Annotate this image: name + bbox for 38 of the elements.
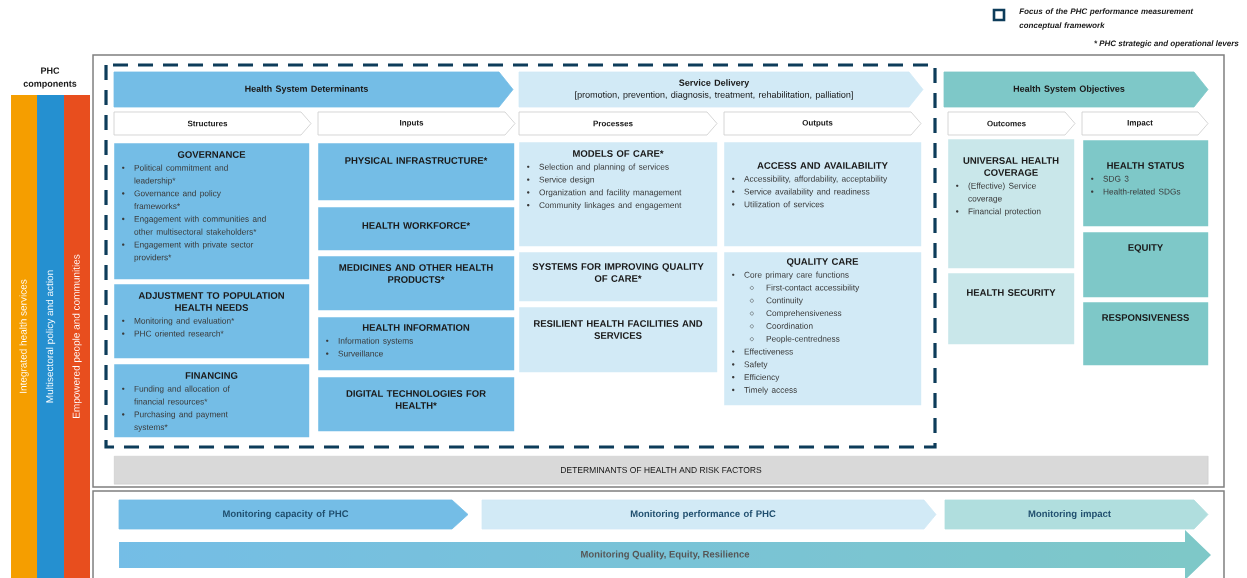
content-box: EQUITY <box>1083 232 1209 298</box>
content-box: PHYSICAL INFRASTRUCTURE* <box>318 143 515 201</box>
section-banner: Impact <box>1081 111 1209 136</box>
section-banner: Monitoring impact <box>944 499 1209 530</box>
content-box: UNIVERSAL HEALTH COVERAGE (Effective) Service coverage Financial protection <box>948 139 1075 269</box>
section-banner: Structures <box>113 111 312 136</box>
component-bar: Empowered people and communities <box>64 95 90 578</box>
content-box: MEDICINES AND OTHER HEALTH PRODUCTS* <box>318 256 515 311</box>
content-box: ACCESS AND AVAILABILITY Accessibility, affordability, acceptability Service availability and readiness Utilization of services <box>724 142 922 247</box>
content-box: HEALTH INFORMATION Information systems Surveillance <box>318 317 515 371</box>
content-box: ADJUSTMENT TO POPULATION HEALTH NEEDS Monitoring and evaluation* PHC oriented research* <box>114 284 310 359</box>
determinants-band: DETERMINANTS OF HEALTH AND RISK FACTORS <box>114 456 1209 485</box>
content-box: DIGITAL TECHNOLOGIES FOR HEALTH* <box>318 377 515 432</box>
section-banner: Inputs <box>317 111 516 136</box>
section-banner: Outputs <box>723 111 922 136</box>
section-banner: Health System Determinants <box>113 71 514 108</box>
section-banner: Monitoring performance of PHC <box>481 499 937 530</box>
content-box: HEALTH WORKFORCE* <box>318 207 515 251</box>
content-box: FINANCING Funding and allocation of financial resources* Purchasing and payment systems* <box>114 364 310 438</box>
gradient-arrow: Monitoring Quality, Equity, Resilience <box>581 550 750 560</box>
content-box: MODELS OF CARE* Selection and planning of services Service design Organization and facility management Community linkages and engagement <box>519 142 718 247</box>
section-banner: Processes <box>518 111 718 136</box>
section-banner: Health System Objectives <box>943 71 1209 108</box>
legend-text: Focus of the PHC performance measurement conceptual framework <box>1019 8 1194 30</box>
component-bar: Integrated health services <box>11 95 37 578</box>
component-bar: Multisectoral policy and action <box>37 95 64 578</box>
section-banner: Outcomes <box>947 111 1076 136</box>
content-box: SYSTEMS FOR IMPROVING QUALITY OF CARE* <box>519 252 718 302</box>
content-box: HEALTH SECURITY <box>948 273 1075 345</box>
section-banner: Service Delivery [promotion, prevention, diagnosis, treatment, rehabilitation, palliation] <box>518 71 924 108</box>
content-box: HEALTH STATUS SDG 3 Health-related SDGs <box>1083 140 1209 227</box>
content-box: QUALITY CARE Core primary care functions First-contact accessibility Continuity Comprehensiveness Coordination People-centredness Effectiveness Safety Efficiency Timely access <box>724 252 922 406</box>
heading: PHC components <box>23 67 77 89</box>
content-box: RESPONSIVENESS <box>1083 302 1209 366</box>
content-box: GOVERNANCE Political commitment and leadership* Governance and policy frameworks* Engagement with communities and other multisectoral stakeholders* Engagement with private sector providers* <box>114 143 310 280</box>
note: * PHC strategic and operational levers <box>1094 40 1239 48</box>
section-banner: Monitoring capacity of PHC <box>118 499 469 530</box>
content-box: RESILIENT HEALTH FACILITIES AND SERVICES <box>519 307 718 373</box>
